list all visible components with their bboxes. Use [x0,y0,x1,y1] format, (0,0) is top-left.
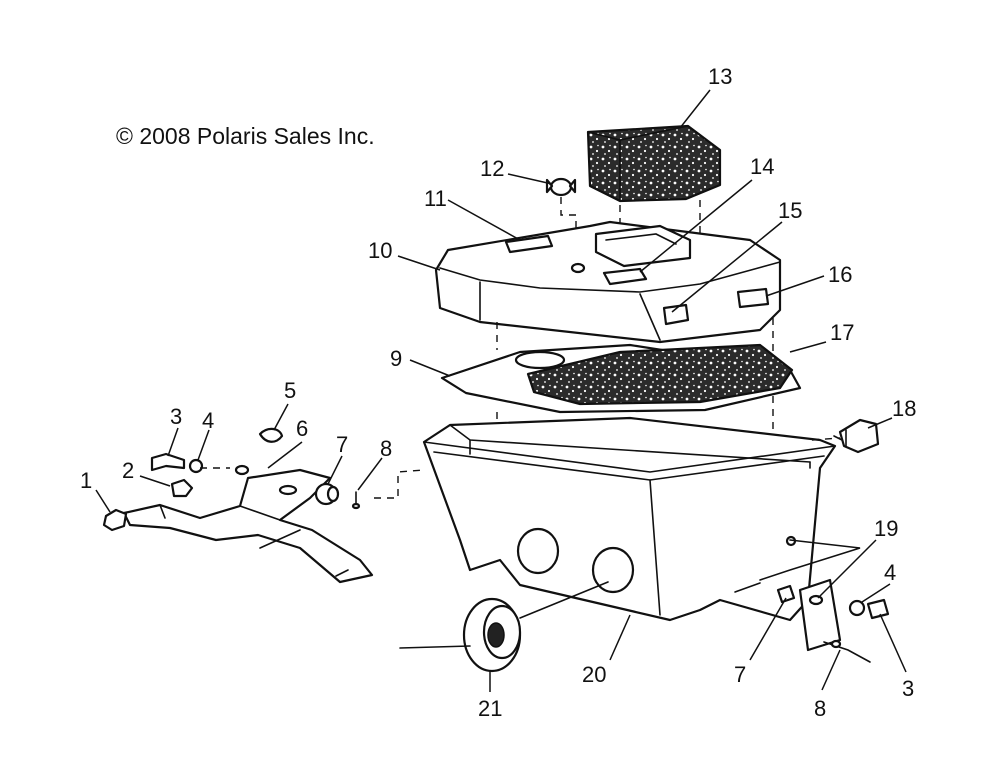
left-bracket-assembly [102,427,425,584]
part-3-bolt-left [150,452,186,472]
callout-14: 14 [750,154,774,179]
part-8-pin-right [823,641,871,663]
part-16-decal [736,287,770,309]
callout-8-right: 8 [814,696,826,721]
part-5-clip [258,427,284,443]
part-7-grommet-right [776,584,796,604]
part-4-washer-left [188,458,204,474]
callout-2: 2 [122,458,134,483]
box-hole-2 [591,546,635,594]
callout-7-right: 7 [734,662,746,687]
callout-13: 13 [708,64,732,89]
callout-5: 5 [284,378,296,403]
part-1-bolt [102,508,128,532]
callout-4-left: 4 [202,408,214,433]
callout-8-left: 8 [380,436,392,461]
callout-19: 19 [874,516,898,541]
copyright-text: © 2008 Polaris Sales Inc. [116,123,375,149]
callout-10: 10 [368,238,392,263]
part-4-washer-right [848,599,866,617]
part-17-foam-pad [496,343,794,455]
callout-20: 20 [582,662,606,687]
callout-labels: 1 2 3 4 5 6 7 8 9 10 11 12 13 14 15 16 1… [80,64,916,721]
callout-18: 18 [892,396,916,421]
callout-9: 9 [390,346,402,371]
leader-lines [95,89,907,692]
callout-1: 1 [80,468,92,493]
callout-7-left: 7 [336,432,348,457]
part-3-bolt-right [866,598,890,620]
callout-21: 21 [478,696,502,721]
callout-17: 17 [830,320,854,345]
part-14-decal [602,267,648,286]
callout-15: 15 [778,198,802,223]
part-2-nut [170,478,194,498]
callout-3-right: 3 [902,676,914,701]
part-11-decal [504,234,554,254]
part-10-airbox-cover [434,220,782,344]
box-hole-1 [516,527,560,575]
callout-16: 16 [828,262,852,287]
part-21-grommet [399,581,609,673]
callout-3-left: 3 [170,404,182,429]
callout-12: 12 [480,156,504,181]
part-20-airbox-base [422,416,861,622]
callout-6: 6 [296,416,308,441]
callout-11: 11 [424,186,447,211]
callout-4-right: 4 [884,560,896,585]
